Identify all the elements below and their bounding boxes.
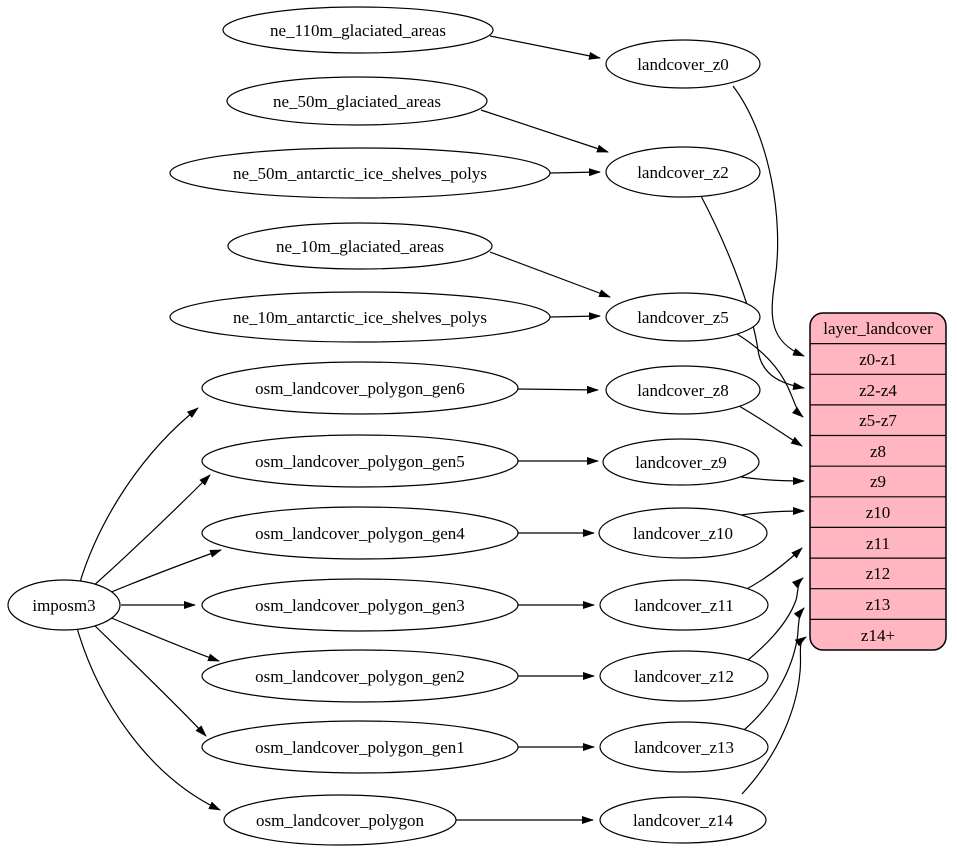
edge-ne-110m-glaciated-areas-to-landcover-z0	[489, 35, 601, 60]
gen-table-label: landcover_z12	[634, 667, 734, 686]
edge-imposm3-to-osm-landcover-polygon-gen1	[90, 621, 207, 737]
node-ne-10m-glaciated-areas: ne_10m_glaciated_areas	[227, 222, 493, 270]
edge-imposm3-to-osm-landcover-polygon-gen6	[79, 407, 199, 583]
layer-table-header: layer_landcover	[823, 319, 933, 338]
node-landcover-z0: landcover_z0	[605, 39, 761, 89]
node-landcover-z10: landcover_z10	[598, 507, 768, 559]
gen-table-label: landcover_z8	[637, 381, 729, 400]
table-row-z0-z1: z0-z1	[859, 350, 897, 369]
node-ne-50m-antarctic-ice-shelves-polys: ne_50m_antarctic_ice_shelves_polys	[169, 147, 551, 199]
source-label: osm_landcover_polygon_gen6	[255, 379, 465, 398]
edge-ne-10m-antarctic-ice-shelves-polys-to-landcover-z5	[549, 312, 601, 321]
edge-landcover-z11-to-row-z11	[740, 547, 803, 593]
edge-ne-50m-antarctic-ice-shelves-polys-to-landcover-z2	[549, 168, 601, 177]
table-row-z9: z9	[870, 472, 886, 491]
gen-table-label: landcover_z9	[635, 453, 727, 472]
node-osm-landcover-polygon-gen4: osm_landcover_polygon_gen4	[201, 506, 519, 560]
edge-imposm3-to-osm-landcover-polygon-gen5	[90, 474, 211, 589]
table-row-z12: z12	[866, 564, 891, 583]
source-label: ne_50m_glaciated_areas	[273, 92, 441, 111]
gen-table-label: landcover_z5	[637, 308, 729, 327]
node-landcover-z12: landcover_z12	[599, 650, 769, 702]
table-row-z13: z13	[866, 595, 891, 614]
edge-imposm3-to-osm-landcover-polygon-gen4	[108, 549, 222, 594]
layer-landcover-table: layer_landcover z0-z1 z2-z4 z5-z7 z8 z9 …	[809, 312, 947, 651]
edge-landcover-z8-to-row-z8	[738, 405, 803, 447]
node-landcover-z14: landcover_z14	[599, 796, 767, 844]
node-osm-landcover-polygon-gen1: osm_landcover_polygon_gen1	[201, 720, 519, 774]
table-row-z8: z8	[870, 442, 886, 461]
source-label: osm_landcover_polygon_gen1	[255, 738, 465, 757]
edge-imposm3-to-osm-landcover-polygon-gen2	[108, 616, 220, 662]
node-landcover-z13: landcover_z13	[599, 721, 769, 773]
edge-imposm3-to-osm-landcover-polygon	[76, 627, 221, 811]
node-landcover-z9: landcover_z9	[602, 438, 760, 486]
table-row-z11: z11	[866, 534, 890, 553]
node-osm-landcover-polygon-gen5: osm_landcover_polygon_gen5	[201, 434, 519, 488]
source-label: ne_10m_antarctic_ice_shelves_polys	[233, 308, 487, 327]
layer-table-background	[809, 312, 947, 651]
edge-landcover-z14-to-row-z14plus	[741, 636, 807, 795]
node-ne-10m-antarctic-ice-shelves-polys: ne_10m_antarctic_ice_shelves_polys	[169, 291, 551, 343]
node-osm-landcover-polygon: osm_landcover_polygon	[223, 794, 457, 846]
node-ne-50m-glaciated-areas: ne_50m_glaciated_areas	[226, 76, 488, 126]
edge-osm-landcover-polygon-gen6-to-landcover-z8	[517, 385, 599, 394]
edge-landcover-z0-to-row-z0-z1	[732, 85, 805, 357]
node-osm-landcover-polygon-gen2: osm_landcover_polygon_gen2	[201, 649, 519, 703]
table-row-z2-z4: z2-z4	[859, 381, 897, 400]
node-landcover-z11: landcover_z11	[599, 579, 769, 631]
edge-landcover-z2-to-row-z2-z4	[700, 195, 805, 391]
gen-table-label: landcover_z13	[634, 738, 734, 757]
gen-table-label: landcover_z14	[633, 811, 734, 830]
edge-ne-10m-glaciated-areas-to-landcover-z5	[489, 251, 611, 298]
edges-layer	[76, 35, 807, 824]
source-label: osm_landcover_polygon_gen5	[255, 452, 465, 471]
table-row-z10: z10	[866, 503, 891, 522]
imposm3-ellipse	[7, 579, 121, 631]
source-label: osm_landcover_polygon_gen3	[255, 596, 465, 615]
gen-table-label: landcover_z10	[633, 524, 733, 543]
node-imposm3: imposm3	[7, 579, 121, 631]
node-landcover-z5: landcover_z5	[605, 292, 761, 342]
source-label: ne_110m_glaciated_areas	[270, 21, 446, 40]
node-landcover-z2: landcover_z2	[605, 146, 761, 198]
edge-landcover-z9-to-row-z9	[740, 476, 805, 485]
source-label: ne_50m_antarctic_ice_shelves_polys	[233, 164, 487, 183]
edge-landcover-z12-to-row-z12	[747, 577, 804, 661]
source-label: osm_landcover_polygon_gen4	[255, 524, 465, 543]
source-label: osm_landcover_polygon	[256, 811, 425, 830]
imposm3-label: imposm3	[32, 596, 95, 615]
table-row-z14plus: z14+	[861, 626, 895, 645]
node-osm-landcover-polygon-gen6: osm_landcover_polygon_gen6	[201, 361, 519, 415]
node-landcover-z8: landcover_z8	[605, 365, 761, 415]
source-label: osm_landcover_polygon_gen2	[255, 667, 465, 686]
gen-table-label: landcover_z2	[637, 163, 729, 182]
gen-table-label: landcover_z0	[637, 55, 729, 74]
node-osm-landcover-polygon-gen3: osm_landcover_polygon_gen3	[201, 578, 519, 632]
edge-landcover-z5-to-row-z5-z7	[736, 333, 804, 418]
edge-landcover-z10-to-row-z10	[740, 507, 805, 516]
gen-table-label: landcover_z11	[634, 596, 733, 615]
source-label: ne_10m_glaciated_areas	[276, 237, 444, 256]
node-ne-110m-glaciated-areas: ne_110m_glaciated_areas	[222, 6, 494, 54]
table-row-z5-z7: z5-z7	[859, 411, 897, 430]
edge-ne-50m-glaciated-areas-to-landcover-z2	[480, 109, 609, 153]
